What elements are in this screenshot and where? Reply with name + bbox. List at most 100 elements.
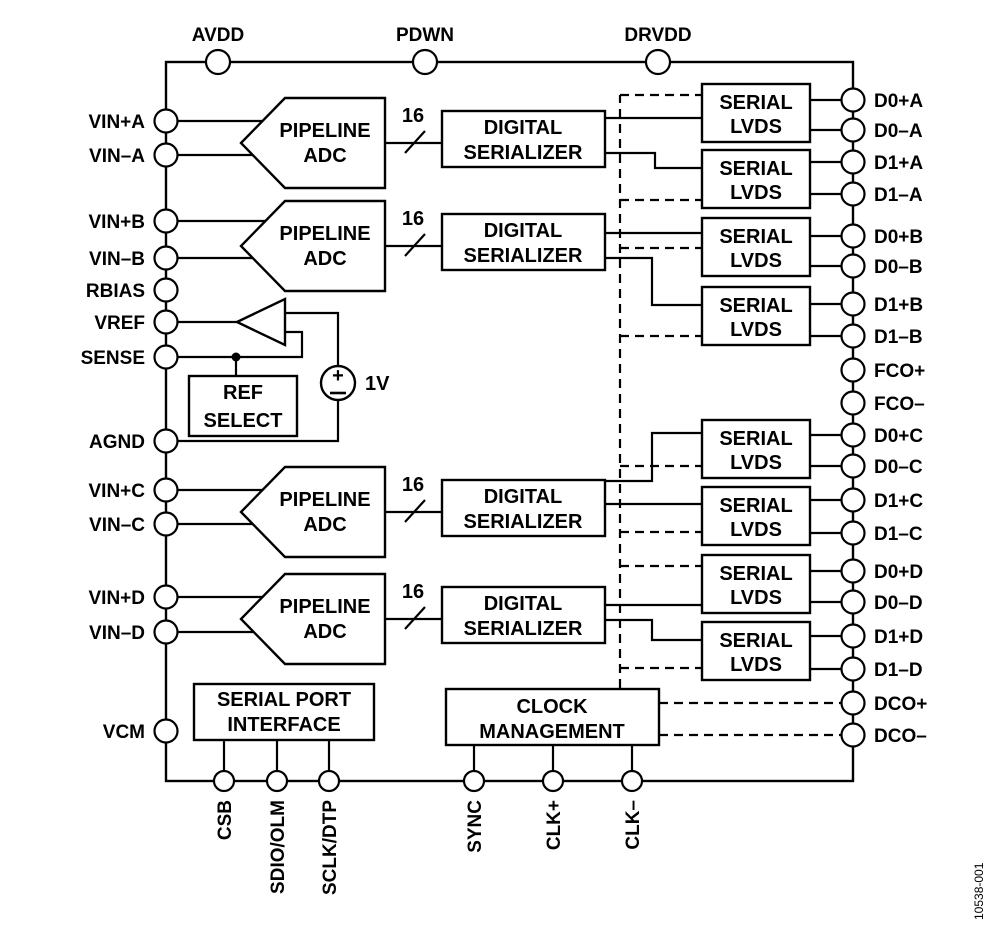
pin-vcm [153, 718, 179, 744]
pin-d0mc [840, 453, 866, 479]
right-pin-label: D0–B [874, 257, 923, 278]
left-pin-label: VIN+A [89, 112, 146, 133]
lvds-box [700, 82, 812, 144]
bus-slash [404, 233, 426, 257]
lvds-label-line1: SERIAL [719, 495, 792, 517]
pin-d0mb [840, 253, 866, 279]
digital-serializer-block [440, 212, 607, 272]
right-pin-label: D1+C [874, 491, 923, 512]
adc-label-line2: ADC [303, 621, 346, 643]
right-pin-label: D1+D [874, 627, 923, 648]
wire [605, 431, 702, 483]
lvds-box [700, 620, 812, 682]
control-blocks: SERIAL PORT INTERFACE CLOCK MANAGEMENT [192, 682, 661, 747]
pin-vinmc [153, 511, 179, 537]
pin-vinpb [153, 208, 179, 234]
pin-dcop [840, 690, 866, 716]
ref-select-line2: SELECT [204, 410, 283, 432]
pin-clkm [620, 769, 644, 793]
lvds-label-line2: LVDS [730, 654, 782, 676]
right-pin-label: D0+A [874, 91, 923, 112]
right-pin-label: D0–A [874, 121, 923, 142]
adc-label-line1: PIPELINE [279, 596, 370, 618]
bottom-pin-label: CSB [215, 800, 236, 840]
left-pin-label: VIN–B [89, 249, 145, 270]
right-pin-label: D1–A [874, 185, 923, 206]
adc-channels: PIPELINEADC16DIGITALSERIALIZERPIPELINEAD… [239, 96, 607, 666]
lvds-box [700, 148, 812, 210]
pin-d0md [840, 589, 866, 615]
left-pin-label: VIN–D [89, 623, 145, 644]
adc-label-line2: ADC [303, 145, 346, 167]
pin-drvdd [644, 48, 672, 76]
pin-d1pa [840, 149, 866, 175]
bus-width-label: 16 [402, 105, 424, 127]
lvds-label-line2: LVDS [730, 452, 782, 474]
pipeline-adc-block [239, 465, 387, 559]
lvds-label-line1: SERIAL [719, 226, 792, 248]
lvds-box [700, 418, 812, 480]
serializer-label-line1: DIGITAL [484, 593, 563, 615]
voltage-source-symbol [319, 364, 357, 402]
pin-vinpd [153, 584, 179, 610]
clock-management-block [444, 687, 661, 747]
right-pin-label: DCO– [874, 726, 927, 747]
pin-vinmb [153, 245, 179, 271]
pin-clkp [541, 769, 565, 793]
lvds-box [700, 285, 812, 347]
left-pin-label: VCM [103, 722, 145, 743]
pins [153, 48, 866, 793]
right-pin-label: D1–D [874, 660, 923, 681]
left-pin-label: RBIAS [86, 281, 145, 302]
adc-label-line2: ADC [303, 514, 346, 536]
bus-width-label: 16 [402, 208, 424, 230]
pin-agnd [153, 428, 179, 454]
right-pin-label: DCO+ [874, 694, 927, 715]
pin-d0pd [840, 558, 866, 584]
left-pin-label: SENSE [81, 348, 145, 369]
pin-d0ma [840, 117, 866, 143]
pin-d1mb [840, 323, 866, 349]
lvds-label-line1: SERIAL [719, 92, 792, 114]
bottom-pin-label: CLK– [623, 800, 644, 850]
pin-avdd [204, 48, 232, 76]
wire [605, 618, 702, 642]
left-pin-label: AGND [89, 432, 145, 453]
pin-sclk-dtp [317, 769, 341, 793]
adc-label-line1: PIPELINE [279, 120, 370, 142]
pin-d1ma [840, 181, 866, 207]
lvds-label-line2: LVDS [730, 182, 782, 204]
reference-circuit: REF SELECT + 1V [187, 297, 390, 438]
pin-sdio-olm [265, 769, 289, 793]
bottom-pin-label: CLK+ [544, 800, 565, 850]
serializer-label-line1: DIGITAL [484, 117, 563, 139]
bottom-pin-label: SCLK/DTP [320, 800, 341, 895]
serial-port-line1: SERIAL PORT [217, 689, 351, 711]
bottom-pin-label: SDIO/OLM [268, 800, 289, 894]
wire [605, 151, 702, 170]
left-pin-label: VIN–A [89, 146, 145, 167]
ref-select-block [187, 374, 299, 438]
pin-csb [212, 769, 236, 793]
digital-serializer-block [440, 478, 607, 538]
top-pin-label: PDWN [396, 25, 454, 46]
pin-labels: VIN+AVIN–AVIN+BVIN–BRBIASVREFSENSEAGNDVI… [81, 25, 928, 895]
right-pin-label: D1–C [874, 524, 923, 545]
pipeline-adc-block [239, 572, 387, 666]
ref-select-line1: REF [223, 382, 263, 404]
lvds-label-line1: SERIAL [719, 428, 792, 450]
lvds-outputs: SERIALLVDSSERIALLVDSSERIALLVDSSERIALLVDS… [700, 82, 812, 682]
pin-vinpa [153, 108, 179, 134]
right-pin-label: FCO– [874, 394, 925, 415]
right-pin-label: D1–B [874, 327, 923, 348]
left-pin-label: VIN+B [89, 212, 146, 233]
voltage-source-label: 1V [365, 373, 390, 395]
serializer-label-line2: SERIALIZER [464, 511, 583, 533]
pin-fcom [840, 390, 866, 416]
vref-amplifier [234, 297, 287, 347]
